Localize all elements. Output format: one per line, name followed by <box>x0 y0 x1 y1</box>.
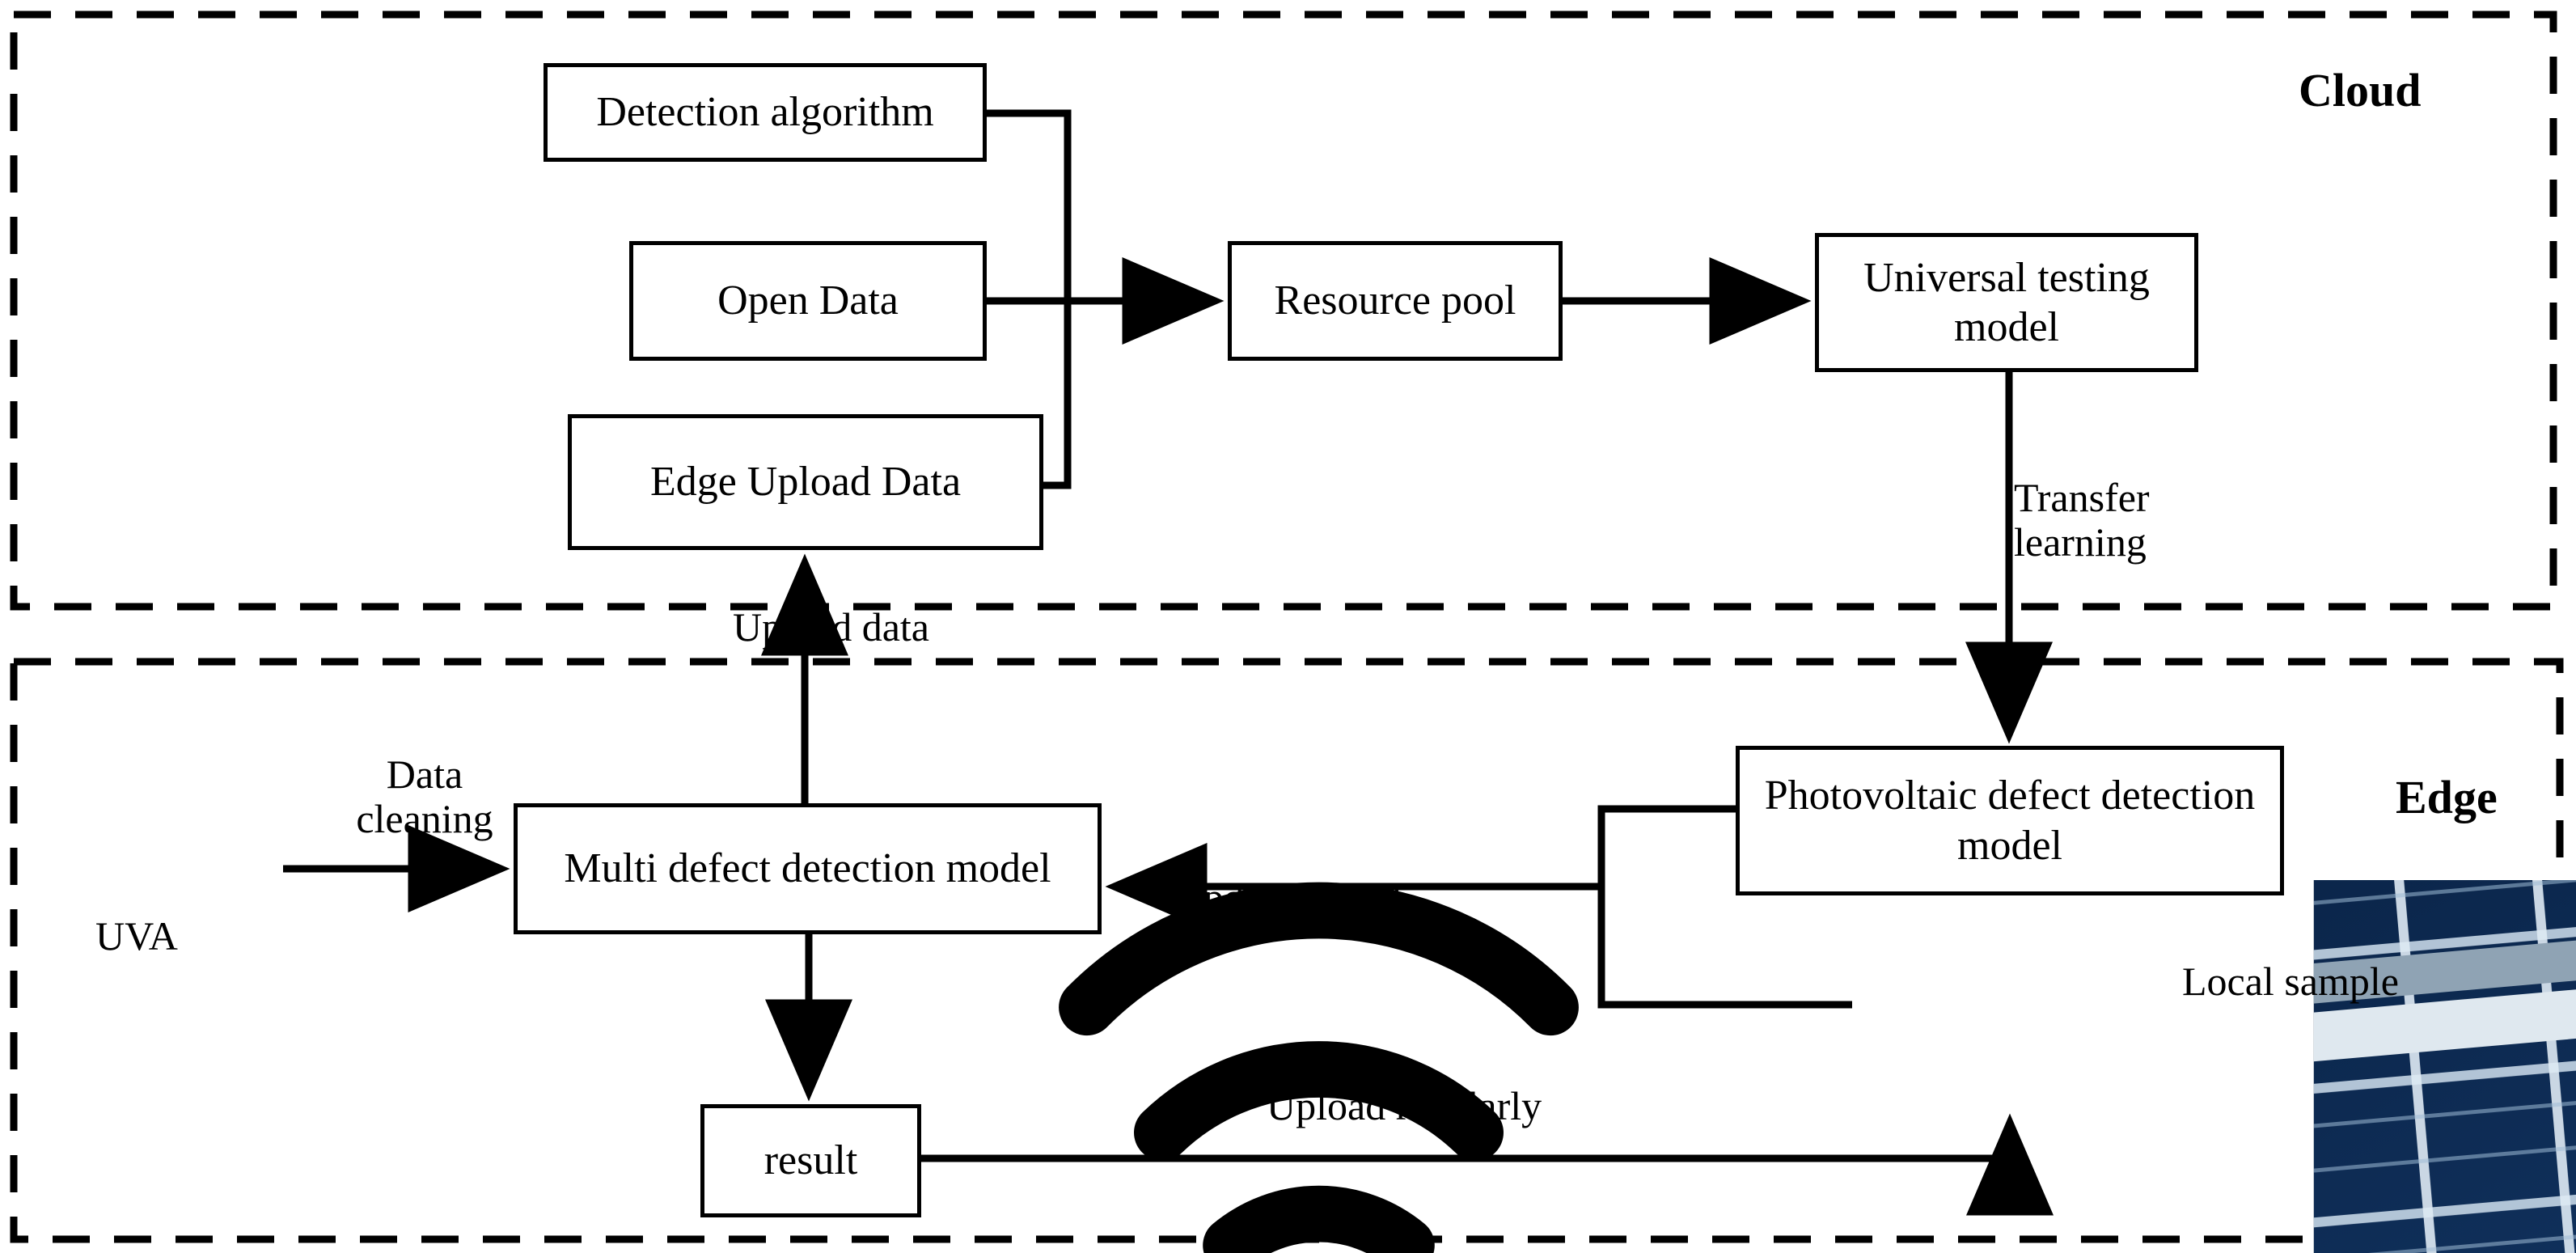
label-transfer-learning: Transfer learning <box>2014 475 2150 565</box>
label-data-cleaning: Data cleaning <box>356 751 493 841</box>
drone-icon <box>31 744 1579 1253</box>
drone-caption: UVA <box>95 913 178 959</box>
label-upload-data: Upload data <box>733 604 929 650</box>
connector-upload-regularly <box>921 1113 2054 1216</box>
node-result[interactable]: result <box>700 1104 921 1217</box>
node-multi-defect-detection-model[interactable]: Multi defect detection model <box>514 803 1102 934</box>
node-resource-pool[interactable]: Resource pool <box>1228 241 1563 361</box>
node-open-data[interactable]: Open Data <box>629 241 987 361</box>
node-edge-upload-data[interactable]: Edge Upload Data <box>568 414 1043 550</box>
zone-label-cloud: Cloud <box>2299 64 2422 116</box>
zone-label-edge: Edge <box>2396 771 2498 823</box>
local-sample-caption: Local sample <box>2182 959 2399 1004</box>
connector-edgeupload-to-bus <box>1043 301 1072 489</box>
node-universal-testing-model[interactable]: Universal testing model <box>1815 233 2198 372</box>
connector-detection-to-bus <box>987 109 1072 301</box>
cloud-zone-frame <box>10 11 2557 611</box>
solar-panel-photo <box>1852 880 2576 1253</box>
node-photovoltaic-defect-detection-model[interactable]: Photovoltaic defect detection model <box>1736 746 2284 895</box>
node-detection-algorithm[interactable]: Detection algorithm <box>544 63 987 162</box>
